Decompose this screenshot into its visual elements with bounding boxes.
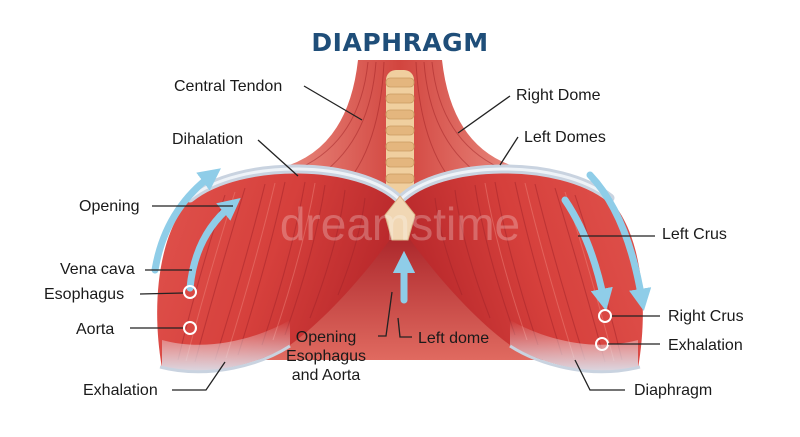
label-right-crus: Right Crus — [668, 308, 744, 325]
label-opening-esophagus-aorta: Opening Esophagus and Aorta — [276, 328, 376, 385]
right-inner-arrow-icon — [561, 196, 613, 311]
label-dihalation: Dihalation — [172, 131, 244, 148]
left-dome-lobe — [400, 168, 643, 372]
esophageal-hiatus — [384, 195, 416, 241]
label-left-domes: Left Domes — [524, 129, 606, 146]
left-inner-arrow-icon — [186, 197, 241, 292]
aorta-marker-icon — [183, 321, 197, 335]
label-left-dome: Left dome — [418, 330, 490, 347]
watermark: dreamstime — [280, 198, 520, 250]
label-vena-cava: Vena cava — [60, 261, 135, 278]
label-exhalation-right: Exhalation — [668, 337, 743, 354]
label-opening-line-2: Esophagus — [285, 348, 367, 365]
vena-cava-marker-icon — [183, 285, 197, 299]
airflow-arrows — [151, 168, 652, 312]
label-opening-line-3: and Aorta — [291, 367, 361, 384]
page-title: DIAPHRAGM — [311, 28, 489, 57]
label-central-tendon: Central Tendon — [174, 78, 283, 95]
right-down-arrow-icon — [586, 171, 652, 312]
left-up-arrow-icon — [151, 168, 221, 274]
leader-lines — [130, 85, 660, 391]
label-aorta: Aorta — [76, 321, 115, 338]
label-opening-line-1: Opening — [295, 329, 357, 346]
label-esophagus: Esophagus — [44, 286, 125, 303]
right-crus-marker-icon — [598, 309, 612, 323]
label-diaphragm: Diaphragm — [634, 382, 713, 399]
label-right-dome: Right Dome — [516, 87, 601, 104]
label-exhalation-left: Exhalation — [83, 382, 158, 399]
label-left-crus: Left Crus — [662, 226, 727, 243]
spine-column — [385, 70, 415, 198]
label-opening: Opening — [79, 198, 140, 215]
